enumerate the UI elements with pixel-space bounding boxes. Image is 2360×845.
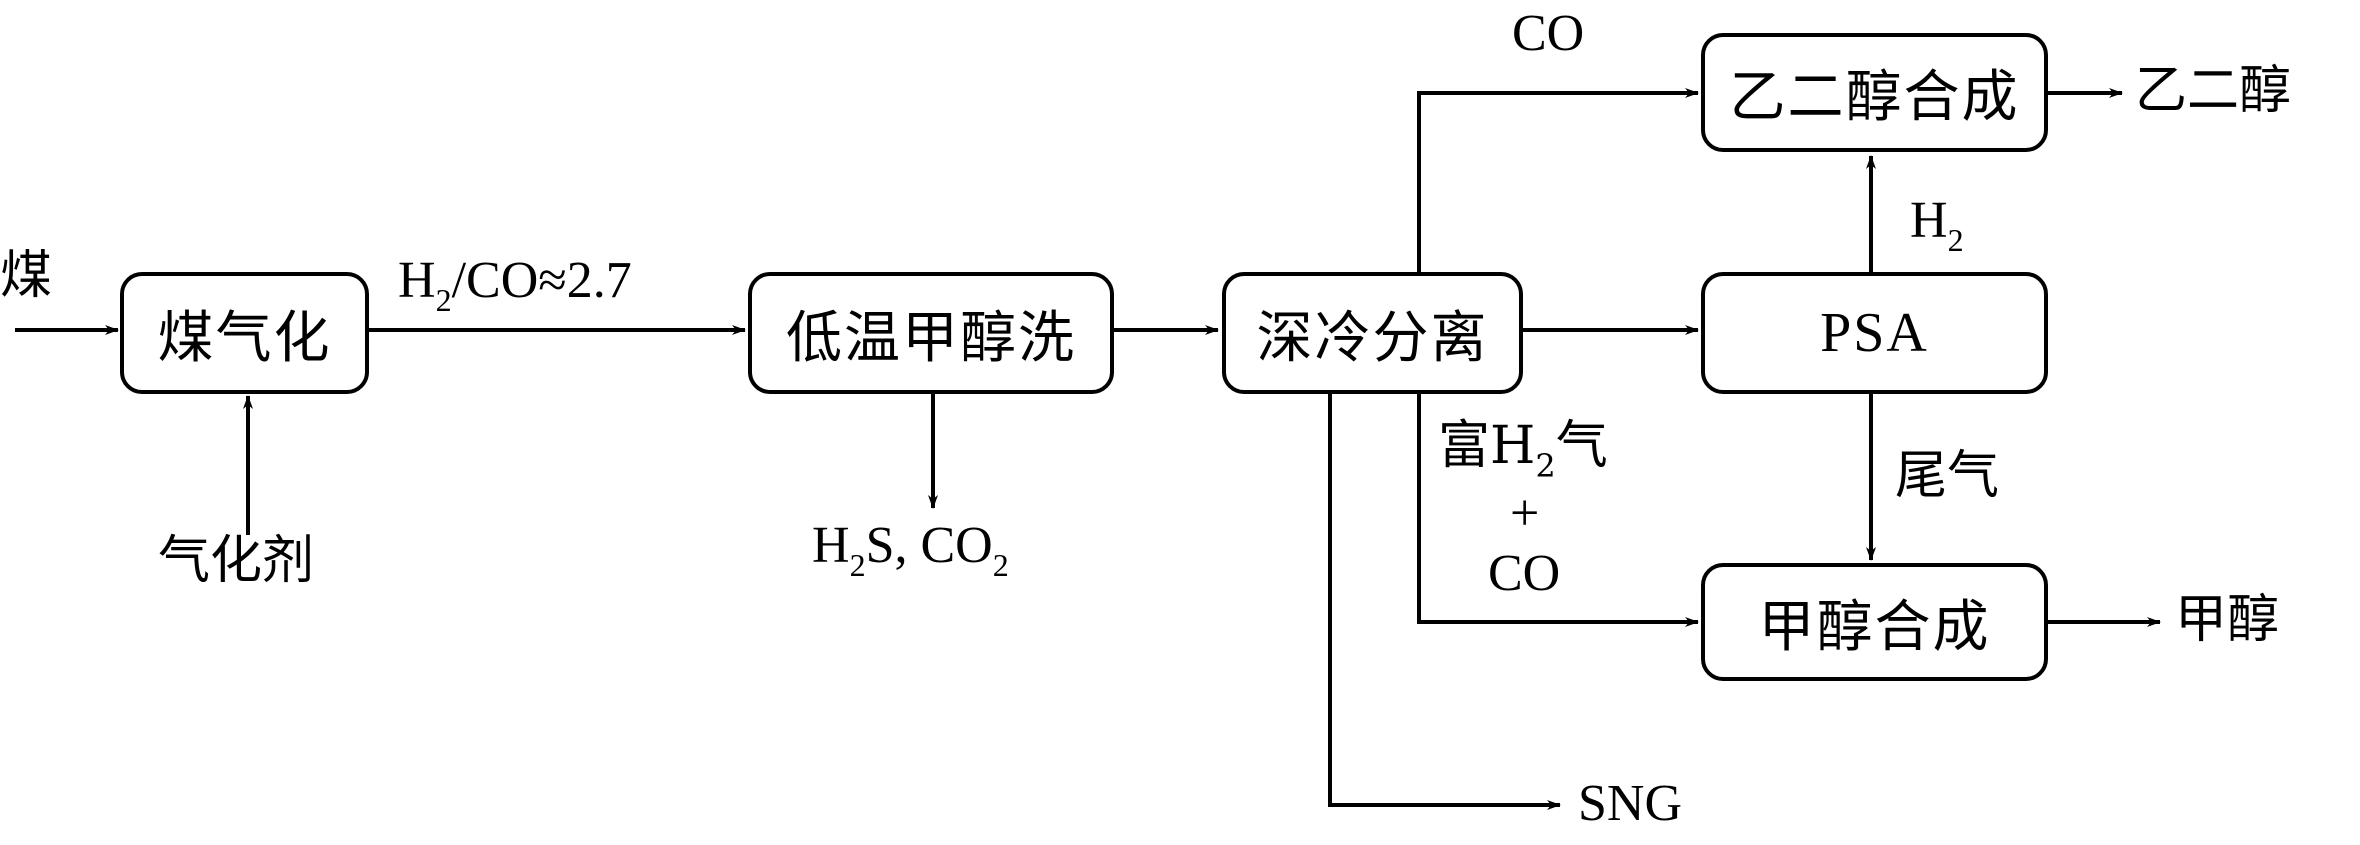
label-co-bottom: CO bbox=[1488, 545, 1561, 602]
node-methanol-synthesis: 甲醇合成 bbox=[1701, 563, 2048, 681]
label-ethylene-glycol-product: 乙二醇 bbox=[2135, 61, 2292, 121]
arrow-cryo-co-to-eg bbox=[1417, 88, 1699, 272]
node-cryogenic-separation: 深冷分离 bbox=[1222, 272, 1523, 394]
co2-sub: 2 bbox=[992, 547, 1009, 583]
node-label: 深冷分离 bbox=[1256, 305, 1489, 371]
label-plus: + bbox=[1510, 485, 1540, 542]
node-ethylene-glycol-synthesis: 乙二醇合成 bbox=[1701, 33, 2048, 152]
arrow-cryo-to-sng bbox=[1328, 394, 1561, 810]
label-gasifying-agent: 气化剂 bbox=[158, 531, 315, 591]
ratio-suffix: /CO≈2.7 bbox=[451, 252, 632, 309]
label-methanol-product: 甲醇 bbox=[2175, 590, 2280, 650]
rich-h2-prefix: 富H bbox=[1438, 416, 1536, 476]
node-label: 煤气化 bbox=[157, 305, 332, 371]
h2s-mid: S, CO bbox=[865, 517, 993, 574]
node-coal-gasification: 煤气化 bbox=[120, 272, 369, 394]
node-label: 乙二醇合成 bbox=[1729, 65, 2020, 130]
rich-h2-sub: 2 bbox=[1535, 447, 1556, 485]
h2-sub: 2 bbox=[1947, 222, 1964, 258]
label-rich-h2: 富H2气 bbox=[1438, 420, 1608, 482]
label-h2-co-ratio: H2/CO≈2.7 bbox=[398, 252, 632, 318]
ratio-prefix: H bbox=[398, 252, 436, 309]
h2s-prefix: H bbox=[812, 517, 850, 574]
label-h2-from-psa: H2 bbox=[1910, 192, 1964, 258]
label-sng: SNG bbox=[1578, 775, 1683, 832]
arrow-cryo-rich-h2-to-methanol bbox=[1417, 394, 1699, 627]
node-label: PSA bbox=[1820, 302, 1929, 364]
rich-h2-suffix: 气 bbox=[1555, 416, 1608, 476]
label-h2s-co2: H2S, CO2 bbox=[812, 517, 1009, 583]
label-coal: 煤 bbox=[0, 246, 53, 306]
label-co-top: CO bbox=[1512, 5, 1585, 62]
node-label: 甲醇合成 bbox=[1758, 594, 1991, 660]
node-label: 低温甲醇洗 bbox=[786, 305, 1076, 371]
label-tail-gas: 尾气 bbox=[1895, 446, 2000, 506]
h2s-sub: 2 bbox=[849, 547, 866, 583]
node-psa: PSA bbox=[1701, 272, 2048, 394]
h2-prefix: H bbox=[1910, 192, 1948, 249]
ratio-sub: 2 bbox=[435, 282, 452, 318]
node-low-temp-methanol-wash: 低温甲醇洗 bbox=[748, 272, 1114, 394]
